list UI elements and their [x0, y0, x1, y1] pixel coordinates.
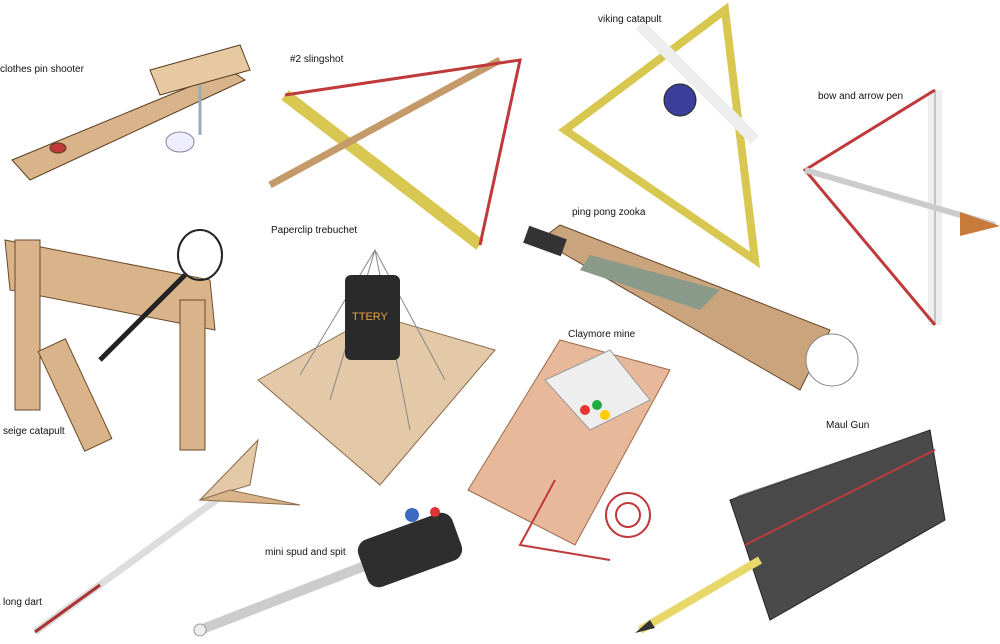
label-maul-gun: Maul Gun — [826, 420, 870, 431]
label-mini-spud-and-spit: mini spud and spit — [265, 547, 346, 558]
battery-label: TTERY — [352, 311, 389, 323]
mini-spud-and-spit-drawing — [193, 507, 463, 637]
label-slingshot: #2 slingshot — [290, 54, 344, 65]
bow-and-arrow-pen-drawing — [802, 88, 1000, 326]
maul-gun-drawing — [635, 429, 946, 634]
long-dart-drawing — [32, 438, 301, 635]
label-long-dart: long dart — [3, 597, 42, 608]
label-claymore-mine: Claymore mine — [568, 329, 636, 340]
label-clothes-pin-shooter: clothes pin shooter — [0, 64, 84, 75]
label-viking-catapult: viking catapult — [598, 14, 662, 25]
clothes-pin-shooter-drawing — [11, 44, 251, 181]
label-ping-pong-zooka: ping pong zooka — [572, 207, 646, 218]
viking-catapult-drawing — [558, 2, 761, 269]
label-paperclip-trebuchet: Paperclip trebuchet — [271, 225, 358, 236]
seige-catapult-drawing — [4, 229, 223, 452]
paperclip-trebuchet-drawing: TTERY — [257, 248, 496, 486]
label-bow-and-arrow-pen: bow and arrow pen — [818, 91, 904, 102]
claymore-mine-drawing — [467, 339, 671, 561]
label-seige-catapult: seige catapult — [3, 426, 65, 437]
slingshot-drawing — [268, 56, 522, 250]
ping-pong-zooka-drawing — [523, 224, 859, 391]
